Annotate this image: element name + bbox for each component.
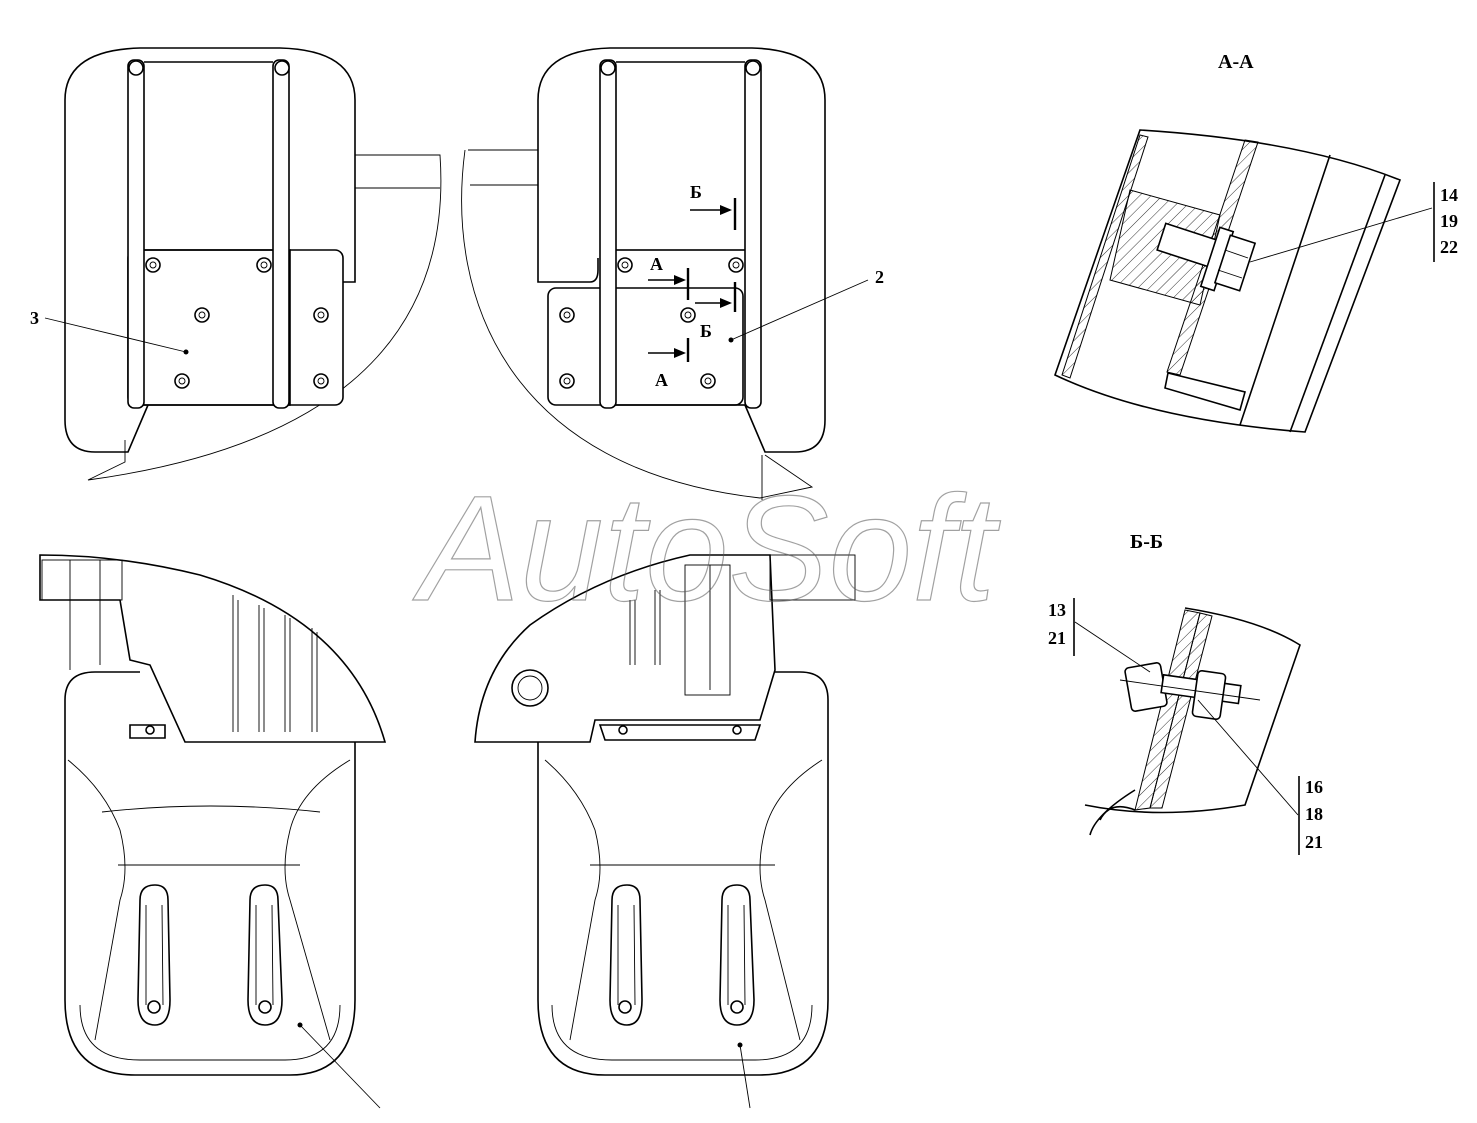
callout-part-3: 3 xyxy=(30,308,39,328)
callout-part-2: 2 xyxy=(875,267,884,287)
callout-bb-21a: 21 xyxy=(1048,628,1066,648)
section-aa-title: А-А xyxy=(1218,51,1254,73)
cut-mark-a-bottom: А xyxy=(648,338,690,390)
cut-mark-b-top: Б xyxy=(690,182,737,230)
callout-aa-19: 19 xyxy=(1440,211,1458,231)
callout-aa-22: 22 xyxy=(1440,237,1458,257)
view-bottom-right xyxy=(474,554,856,1109)
view-top-right: Б А Б А 2 xyxy=(461,47,884,500)
callout-bb-21b: 21 xyxy=(1305,832,1323,852)
cut-mark-a-top: А xyxy=(648,254,690,300)
svg-text:А: А xyxy=(650,254,663,274)
section-aa: А-А 14 19 22 xyxy=(1054,51,1458,433)
callout-aa-14: 14 xyxy=(1440,185,1458,205)
view-top-left: 3 xyxy=(30,47,442,481)
view-bottom-left xyxy=(39,554,387,1109)
section-bb-title: Б-Б xyxy=(1130,531,1163,553)
callout-bb-18: 18 xyxy=(1305,804,1323,824)
svg-text:А: А xyxy=(655,370,668,390)
cut-mark-b-bottom: Б xyxy=(695,282,737,341)
watermark-text: AutoSoft xyxy=(412,464,1001,632)
svg-text:Б: Б xyxy=(700,321,712,341)
section-bb: Б-Б 13 21 16 18 21 xyxy=(1048,531,1323,855)
callout-bb-16: 16 xyxy=(1305,777,1323,797)
svg-text:Б: Б xyxy=(690,182,702,202)
callout-bb-13: 13 xyxy=(1048,600,1066,620)
